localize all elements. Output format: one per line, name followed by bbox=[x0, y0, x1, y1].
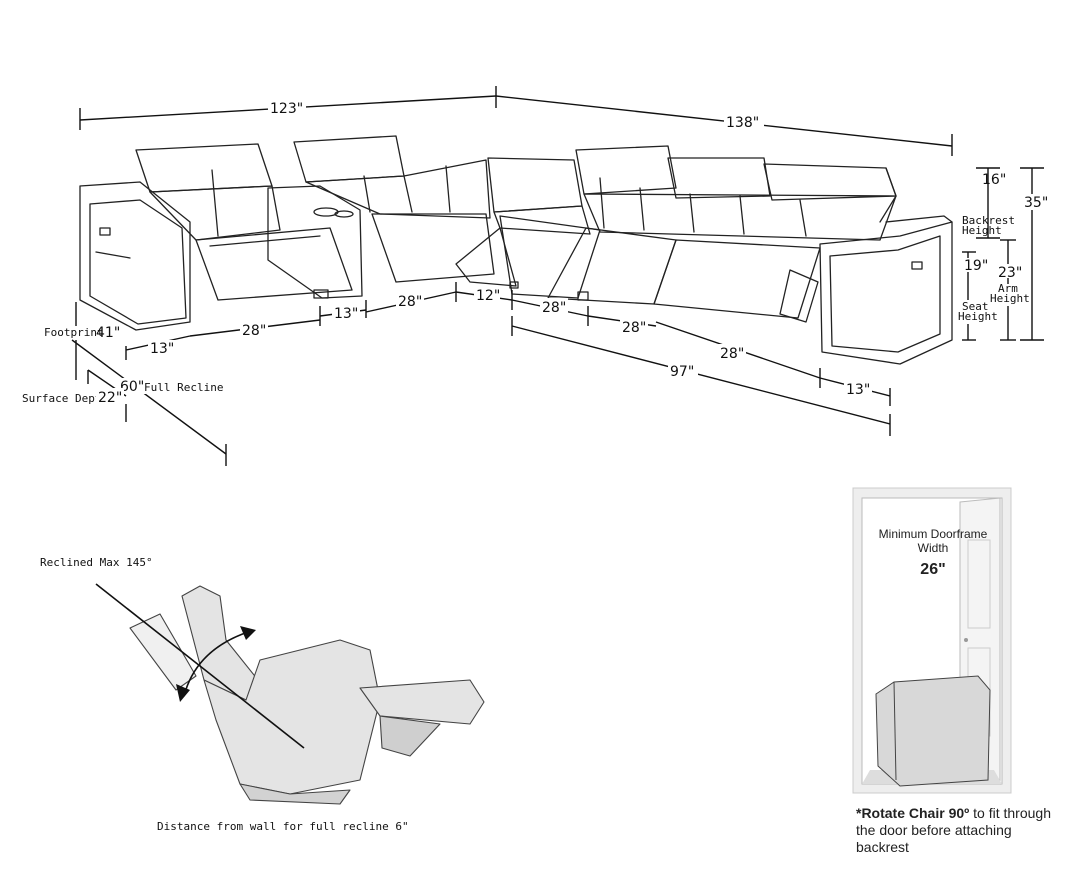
right-arm-outline bbox=[819, 221, 953, 365]
console-outline bbox=[267, 185, 363, 299]
full-recline-label: Full Recline bbox=[144, 381, 223, 394]
corner-back bbox=[487, 157, 583, 213]
full-recline-value: 60" bbox=[120, 379, 144, 395]
backrest-height-label: Backrest bbox=[962, 214, 1015, 227]
recliner-footrest bbox=[359, 679, 485, 725]
arm-height-value: 23" bbox=[998, 265, 1022, 281]
recliner-back-ghost bbox=[129, 613, 197, 691]
left-seat-dim: 28" bbox=[242, 323, 266, 339]
right-headrest-2 bbox=[667, 157, 771, 199]
recline-arc bbox=[183, 631, 249, 697]
left-arm-outline bbox=[79, 181, 191, 331]
doorframe-width-value: 26" bbox=[920, 561, 946, 578]
recliner-base bbox=[239, 783, 351, 805]
second-headrest bbox=[293, 135, 405, 183]
left-arm-button bbox=[95, 251, 131, 259]
seat-height-label-2: Height bbox=[958, 310, 998, 323]
door-inset-top bbox=[967, 539, 991, 629]
surface-depth-value: 22" bbox=[98, 390, 122, 406]
second-seat bbox=[371, 213, 495, 283]
footprint-label: Footprint bbox=[44, 326, 104, 339]
right-headrest-edge bbox=[879, 167, 897, 223]
rotate-chair-note-strong: *Rotate Chair 90º bbox=[856, 805, 970, 821]
right-headrest-1 bbox=[575, 145, 677, 195]
right-seat-2-dim: 28" bbox=[622, 320, 646, 336]
seat-height-label: Seat bbox=[962, 300, 989, 313]
door-chair bbox=[875, 675, 991, 787]
right-backrest bbox=[583, 193, 897, 241]
door-illustration bbox=[852, 487, 1012, 794]
left-back-seam bbox=[211, 169, 219, 237]
seat-height-value: 19" bbox=[964, 258, 988, 274]
recline-arrow-top bbox=[240, 626, 256, 640]
right-total-dim: 97" bbox=[670, 364, 694, 380]
second-backrest bbox=[305, 159, 491, 219]
right-seat-3 bbox=[653, 239, 821, 319]
rotate-chair-note: *Rotate Chair 90º to fit through the doo… bbox=[856, 805, 1066, 856]
corner-wedge bbox=[455, 227, 517, 287]
width-left-label: 123" bbox=[270, 101, 303, 117]
right-headrest-3 bbox=[763, 163, 897, 201]
cup-holder-1 bbox=[313, 207, 339, 217]
corner-wedge-dim: 12" bbox=[476, 288, 500, 304]
left-seat bbox=[195, 227, 353, 301]
backrest-height-label-2: Height bbox=[962, 224, 1002, 237]
overall-height-value: 35" bbox=[1024, 195, 1048, 211]
second-back-seams bbox=[363, 165, 451, 213]
right-seat-3-dim: 28" bbox=[720, 346, 744, 362]
right-footrest bbox=[779, 269, 819, 323]
recline-max-label: Reclined Max 145° bbox=[40, 556, 153, 569]
rotate-chair-note-rest: to fit through the door before attaching… bbox=[856, 805, 1051, 855]
console-dim: 13" bbox=[334, 306, 358, 322]
surface-depth-label: Surface Depth bbox=[22, 392, 108, 405]
recliner-headrest bbox=[181, 585, 259, 701]
console-foot bbox=[313, 289, 329, 299]
right-seat-2 bbox=[547, 227, 677, 305]
backrest-height-value: 16" bbox=[982, 172, 1006, 188]
recline-arrow-bottom bbox=[176, 684, 190, 702]
arm-height-label: Arm bbox=[998, 282, 1018, 295]
corner-seat-left-dim: 28" bbox=[398, 294, 422, 310]
right-arm-dim: 13" bbox=[846, 382, 870, 398]
right-seat-1-dim: 28" bbox=[542, 300, 566, 316]
doorframe-title: Minimum Doorframe Width bbox=[878, 527, 988, 555]
left-headrest bbox=[135, 143, 273, 193]
right-arm-inner bbox=[829, 235, 941, 353]
left-seat-seam bbox=[209, 235, 321, 247]
footprint-value: 41" bbox=[96, 325, 120, 341]
cup-holder-2 bbox=[334, 210, 354, 218]
right-foot-2 bbox=[509, 281, 519, 289]
right-arm-top bbox=[885, 215, 953, 223]
left-arm-dim: 13" bbox=[150, 341, 174, 357]
recline-angle-line bbox=[95, 583, 305, 749]
left-backrest bbox=[149, 185, 281, 241]
right-foot-1 bbox=[577, 291, 589, 301]
arm-height-label-2: Height bbox=[990, 292, 1030, 305]
door-knob bbox=[964, 638, 968, 642]
recline-distance-note: Distance from wall for full recline 6" bbox=[157, 820, 409, 833]
corner-top bbox=[493, 205, 591, 235]
left-arm-power-icon bbox=[99, 227, 111, 236]
left-arm-inner bbox=[89, 199, 187, 325]
right-arm-power-icon bbox=[911, 261, 923, 270]
right-back-seams bbox=[599, 177, 807, 237]
width-right-label: 138" bbox=[726, 115, 759, 131]
recliner-mechanism bbox=[379, 715, 441, 757]
